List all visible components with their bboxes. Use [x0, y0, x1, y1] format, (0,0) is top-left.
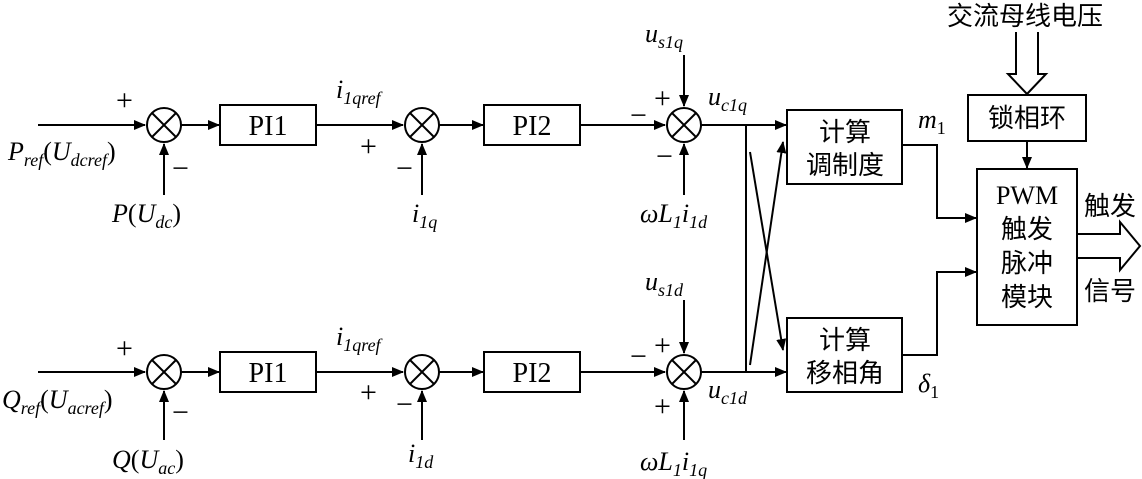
label-uc1q: uc1q [708, 82, 747, 115]
output-label-line1: 触发 [1084, 192, 1136, 222]
calc-phase-line1: 计算 [819, 326, 871, 356]
pwm-line4: 模块 [1001, 283, 1053, 313]
label-p-meas: P(Udc) [111, 199, 181, 232]
label-us1q: us1q [645, 19, 683, 52]
output-label-line2: 信号 [1084, 277, 1136, 307]
sign-minus: − [172, 152, 189, 185]
pi1-top-label: PI1 [249, 111, 288, 142]
wire-delta1 [902, 267, 977, 356]
sign-plus: + [654, 82, 671, 115]
pi1-bot-label: PI1 [249, 358, 288, 389]
label-p-ref: Pref(Udcref) [7, 137, 116, 170]
wire-cross-to-calc-phase [749, 151, 787, 351]
hollow-arrow-bus-voltage [1005, 32, 1049, 96]
sign-minus: − [396, 388, 413, 421]
sign-minus: − [630, 99, 647, 132]
calc-phase-line2: 移相角 [806, 359, 884, 389]
calc-phase-block [786, 317, 903, 393]
pwm-line1: PWM [996, 181, 1058, 210]
pi2-bot-label: PI2 [513, 358, 552, 389]
label-wl-bot: ωL1i1q [640, 447, 707, 479]
label-i1qref-bot: i1qref [336, 322, 384, 355]
title-ac-bus-voltage: 交流母线电压 [947, 2, 1103, 32]
label-wl-top: ωL1i1d [640, 199, 708, 232]
sign-minus: − [656, 140, 673, 173]
pi2-top-block [483, 104, 581, 146]
label-m1: m1 [918, 105, 946, 138]
sign-plus: + [360, 376, 377, 409]
label-us1d: us1d [645, 267, 684, 300]
label-delta1: δ1 [918, 369, 939, 402]
label-q-ref: Qref(Uacref) [2, 385, 113, 418]
calc-modulation-block [786, 109, 903, 185]
sign-minus: − [630, 340, 647, 373]
pi2-top-label: PI2 [513, 111, 552, 142]
label-uc1d: uc1d [708, 375, 748, 408]
wire-m1 [902, 144, 977, 223]
pll-label: 锁相环 [988, 104, 1066, 134]
pi1-bot-block [219, 351, 317, 393]
sign-plus: + [654, 390, 671, 423]
pll-block [967, 94, 1087, 142]
pwm-line2: 触发 [1001, 215, 1053, 245]
hollow-arrow-output [1077, 219, 1142, 273]
sign-minus: − [172, 396, 189, 429]
pi1-top-block [219, 104, 317, 146]
sign-plus: + [654, 329, 671, 362]
sign-minus: − [396, 152, 413, 185]
label-i1qref-top: i1qref [336, 75, 384, 108]
calc-mod-line1: 计算 [819, 118, 871, 148]
sign-plus: + [360, 130, 377, 163]
calc-mod-line2: 调制度 [806, 151, 884, 181]
sign-plus: + [116, 332, 133, 365]
label-i1q: i1q [412, 199, 437, 232]
label-i1d: i1d [408, 439, 434, 472]
pwm-line3: 脉冲 [1001, 249, 1053, 279]
label-q-meas: Q(Uac) [112, 445, 184, 478]
pwm-block [976, 168, 1078, 326]
sign-plus: + [116, 84, 133, 117]
